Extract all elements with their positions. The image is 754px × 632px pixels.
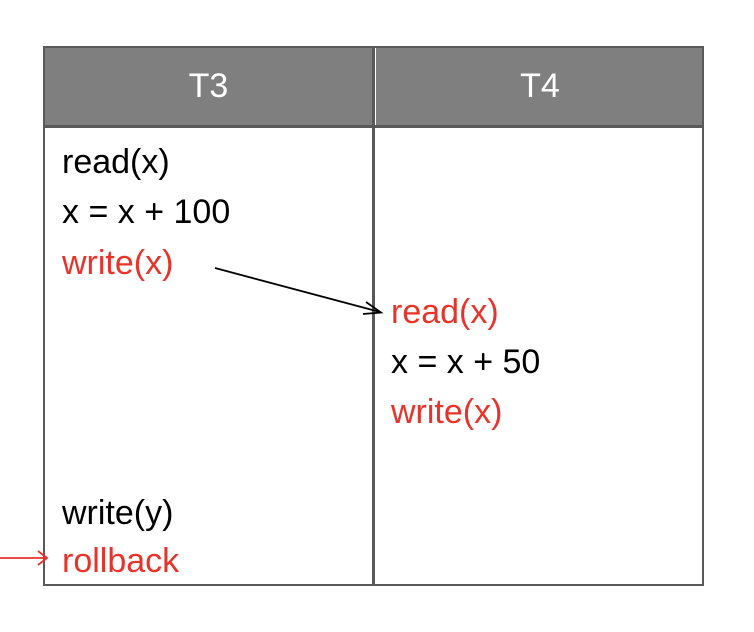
t3-operation-update-x: x = x + 100 xyxy=(62,193,231,231)
t4-operation-read-x: read(x) xyxy=(391,293,499,331)
t3-operation-write-y: write(y) xyxy=(62,494,174,532)
column-header-t3: T3 xyxy=(44,47,373,125)
t4-operation-update-x: x = x + 50 xyxy=(391,343,541,381)
t3-operation-write-x: write(x) xyxy=(62,244,174,282)
dirty-read-arrow xyxy=(214,267,384,315)
t3-operation-read-x: read(x) xyxy=(62,143,170,181)
t4-operation-write-x: write(x) xyxy=(391,393,503,431)
column-divider xyxy=(372,46,375,586)
t3-operation-rollback: rollback xyxy=(62,542,180,580)
rollback-arrow xyxy=(0,550,49,566)
column-header-t4: T4 xyxy=(376,47,704,125)
